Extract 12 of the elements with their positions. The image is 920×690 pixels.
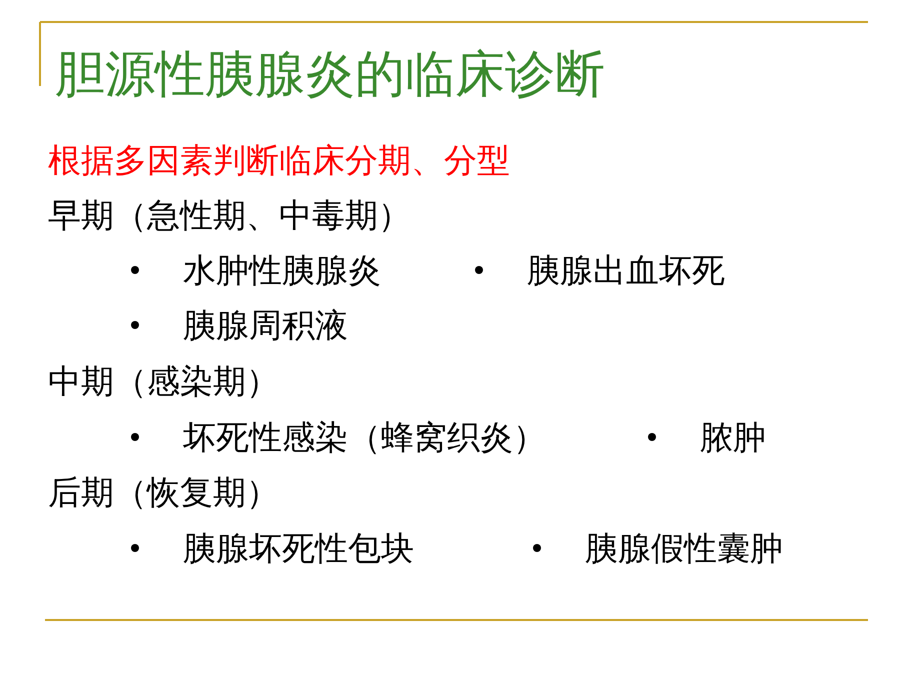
list-item: 胰腺假性囊肿 (585, 532, 783, 564)
list-item: 脓肿 (700, 420, 766, 454)
section-heading: 早期（急性期、中毒期） (48, 198, 411, 232)
subheading: 根据多因素判断临床分期、分型 (48, 144, 510, 176)
list-item: 胰腺坏死性包块 (183, 532, 414, 564)
section-heading: 中期（感染期） (48, 364, 279, 398)
section-heading: 后期（恢复期） (48, 476, 279, 508)
list-item: 胰腺出血坏死 (527, 254, 725, 286)
list-item: 水肿性胰腺炎 (183, 254, 381, 286)
list-item: 胰腺周积液 (183, 308, 348, 342)
list-item: 坏死性感染（蜂窝织炎） (183, 420, 546, 454)
slide-title: 胆源性胰腺炎的临床诊断 (55, 49, 605, 99)
